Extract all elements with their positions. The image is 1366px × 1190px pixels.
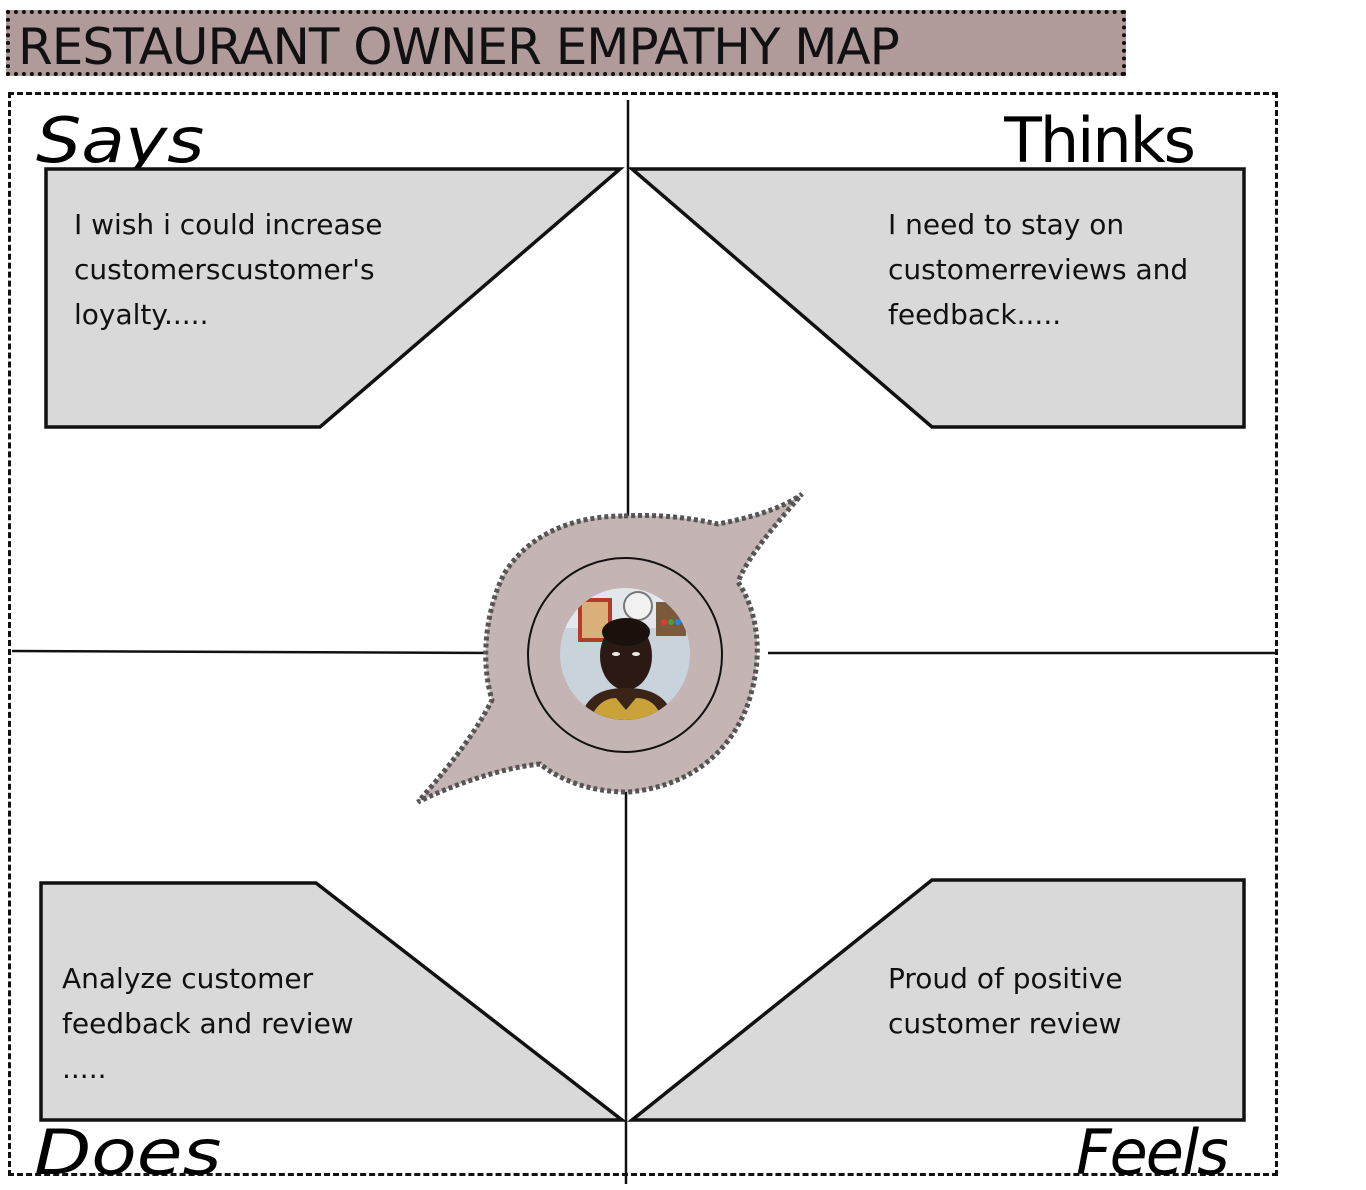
does-label: Does: [34, 1122, 222, 1180]
thinks-note-line: customerreviews and: [888, 253, 1189, 286]
feels-note-line: Proud of positive: [888, 962, 1123, 995]
thinks-panel: [627, 167, 1246, 429]
thinks-label: Thinks: [1004, 110, 1194, 168]
thinks-note-line: I need to stay on: [888, 208, 1125, 241]
says-label: Says: [36, 110, 205, 168]
thinks-note-line: feedback.....: [888, 298, 1062, 331]
does-note-line: feedback and review: [62, 1007, 354, 1040]
person-photo-icon: [560, 588, 690, 720]
thinks-note: I need to stay on customerreviews and fe…: [888, 202, 1188, 337]
page-title: RESTAURANT OWNER EMPATHY MAP: [18, 18, 900, 76]
does-note-line: .....: [62, 1052, 107, 1085]
says-note-line: I wish i could increase: [74, 208, 383, 241]
does-note-line: Analyze customer: [62, 962, 314, 995]
says-note: I wish i could increase customerscustome…: [74, 202, 383, 337]
feels-note-line: customer review: [888, 1007, 1122, 1040]
says-note-line: customerscustomer's: [74, 253, 375, 286]
says-note-line: loyalty.....: [74, 298, 209, 331]
title-banner: RESTAURANT OWNER EMPATHY MAP: [6, 10, 1126, 76]
says-panel: [44, 167, 625, 429]
does-note: Analyze customer feedback and review ...…: [62, 956, 354, 1091]
feels-note: Proud of positive customer review: [888, 956, 1123, 1046]
divider-left: [11, 649, 497, 655]
feels-panel: [627, 878, 1246, 1122]
does-panel: [39, 881, 628, 1122]
map-frame: [8, 92, 1278, 1176]
feels-label: Feels: [1076, 1122, 1228, 1180]
center-ring: [527, 557, 723, 753]
